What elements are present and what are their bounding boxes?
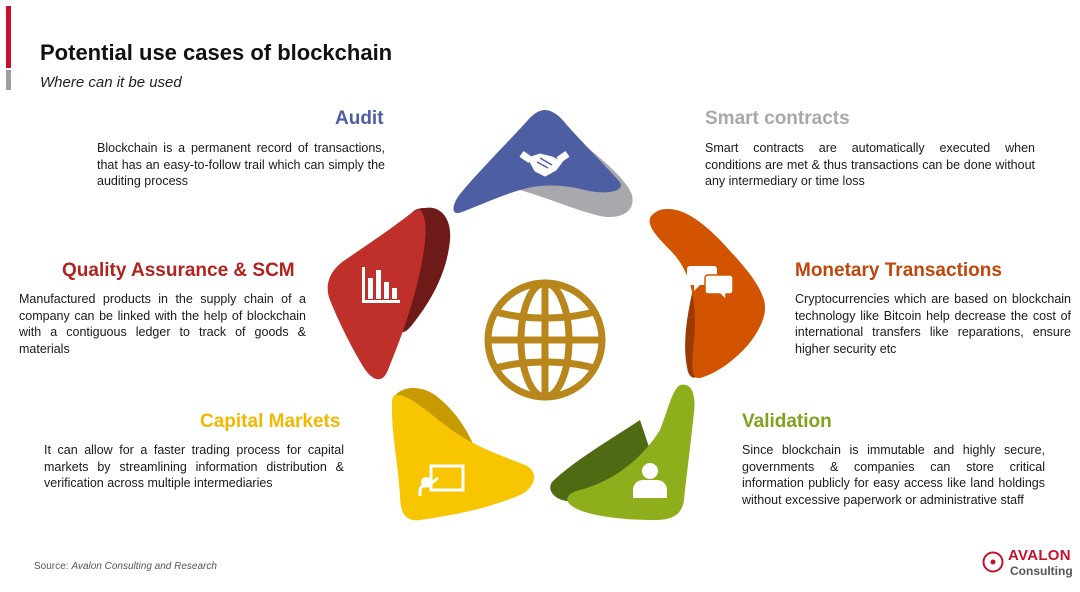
- petal-validation-shadow: [550, 420, 650, 502]
- petal-quality: [327, 207, 451, 380]
- capital-markets-title: Capital Markets: [200, 411, 341, 432]
- presentation-icon: [418, 464, 465, 496]
- source-label: Source:: [34, 561, 69, 572]
- smart-contracts-description: Smart contracts are automatically execut…: [705, 141, 1035, 188]
- validation-title: Validation: [742, 411, 832, 432]
- monetary-transactions-title: Monetary Transactions: [795, 260, 1002, 281]
- page-subtitle: Where can it be used: [40, 74, 182, 91]
- petal-capital-body: [392, 395, 535, 521]
- logo-word-consulting: Consulting: [1010, 564, 1073, 578]
- petal-quality-shadow: [398, 207, 451, 333]
- audit-title: Audit: [335, 108, 384, 129]
- page-title: Potential use cases of blockchain: [40, 40, 393, 65]
- source-note: Source:Avalon Consulting and Research: [34, 561, 217, 572]
- validation-description: Since blockchain is immutable and highly…: [742, 443, 1045, 507]
- capital-markets-description: It can allow for a faster trading proces…: [44, 443, 344, 490]
- accent-bar-red: [6, 6, 11, 68]
- smart-contracts-title: Smart contracts: [705, 108, 850, 129]
- petal-audit-shadow: [520, 113, 633, 218]
- monetary-transactions-description: Cryptocurrencies which are based on bloc…: [795, 292, 1071, 356]
- chat-bubbles-icon: [687, 266, 734, 302]
- petal-audit-body: [453, 110, 621, 214]
- accent-bar-grey: [6, 70, 11, 90]
- petal-monetary-body: [649, 209, 766, 379]
- petal-validation-body: [567, 384, 695, 520]
- globe-icon: [484, 279, 606, 401]
- quality-assurance-title: Quality Assurance & SCM: [62, 260, 295, 281]
- petal-capital-shadow: [392, 388, 478, 455]
- quality-assurance-description: Manufactured products in the supply chai…: [19, 292, 306, 356]
- petal-quality-body: [327, 209, 426, 380]
- petal-validation: [550, 384, 695, 520]
- bar-chart-icon: [362, 267, 400, 303]
- avalon-logo: AVALON Consulting: [980, 546, 1076, 580]
- source-text: Avalon Consulting and Research: [71, 561, 217, 572]
- petal-capital: [392, 388, 535, 521]
- petal-monetary-shadow: [685, 260, 714, 378]
- user-icon: [633, 463, 667, 498]
- petal-audit: [453, 110, 633, 218]
- logo-word-avalon: AVALON: [1008, 547, 1071, 564]
- handshake-icon: [519, 150, 570, 177]
- audit-description: Blockchain is a permanent record of tran…: [97, 141, 385, 188]
- petal-monetary: [649, 209, 766, 379]
- logo-mark-icon: [982, 551, 1004, 573]
